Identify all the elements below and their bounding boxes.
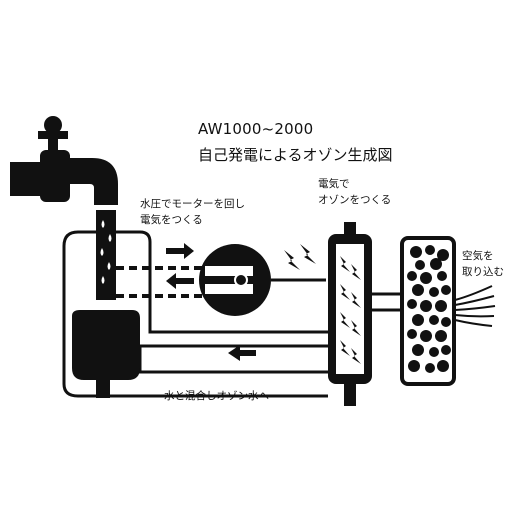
air-label-line1: 空気を xyxy=(462,250,494,262)
motor-flow-lines xyxy=(116,266,205,298)
mix-label: 水と混合しオゾン水へ xyxy=(164,390,269,402)
air-connector xyxy=(372,292,404,312)
lightning-icon xyxy=(284,244,316,270)
flow-arrows xyxy=(166,243,256,361)
air-intake-lines xyxy=(454,285,496,327)
motor-icon xyxy=(199,244,326,316)
motor-label-line1: 水圧でモーターを回し xyxy=(140,198,245,210)
air-label-line2: 取り込む xyxy=(462,266,504,278)
air-filter xyxy=(400,236,456,386)
ozone-label-line1: 電気で xyxy=(318,178,350,190)
ozone-label-line2: オゾンをつくる xyxy=(318,194,392,206)
water-stream xyxy=(96,210,116,300)
water-housing xyxy=(62,230,328,398)
mixing-block xyxy=(72,310,140,398)
motor-label-line2: 電気をつくる xyxy=(140,214,203,226)
faucet-icon xyxy=(10,116,118,205)
diagram-subtitle: 自己発電によるオゾン生成図 xyxy=(198,146,393,164)
model-title: AW1000~2000 xyxy=(198,120,314,138)
ozone-generator xyxy=(328,222,372,406)
